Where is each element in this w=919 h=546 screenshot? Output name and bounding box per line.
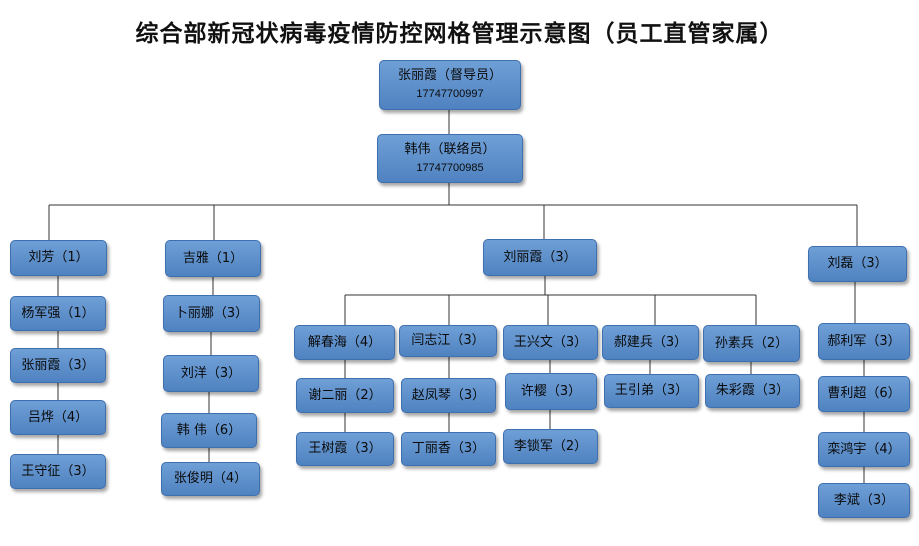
member-node: 郝利军（3） — [818, 323, 910, 360]
member-node: 赵凤琴（3） — [401, 378, 496, 413]
member-node: 张丽霞（3） — [10, 348, 106, 383]
group-leader-4: 刘磊（3） — [808, 246, 907, 282]
supervisor-name: 张丽霞（督导员） — [397, 68, 502, 83]
group-leader-3: 刘丽霞（3） — [483, 239, 597, 276]
member-node: 谢二丽（2） — [296, 378, 394, 413]
supervisor-box: 张丽霞（督导员） 17747700997 — [379, 60, 521, 110]
liaison-name: 韩伟（联络员） — [404, 141, 496, 157]
subgroup-head: 解春海（4） — [294, 325, 395, 360]
subgroup-head: 闫志江（3） — [399, 325, 497, 357]
member-node: 王守征（3） — [10, 454, 106, 489]
member-node: 曹利超（6） — [818, 376, 910, 412]
member-node: 杨军强（1） — [10, 296, 106, 331]
member-node: 李锁军（2） — [503, 429, 598, 464]
member-node: 朱彩霞（3） — [705, 374, 800, 408]
page-title: 综合部新冠状病毒疫情防控网格管理示意图（员工直管家属） — [135, 20, 784, 47]
group-leader-2: 吉雅（1） — [165, 240, 261, 277]
subgroup-head: 王兴文（3） — [503, 325, 598, 360]
member-node: 栾鸿宇（4） — [818, 432, 910, 467]
supervisor-phone: 17747700997 — [416, 88, 484, 100]
member-node: 刘洋（3） — [163, 355, 259, 392]
member-node: 韩 伟（6） — [161, 413, 257, 448]
member-node: 吕烨（4） — [10, 400, 106, 435]
subgroup-head: 郝建兵（3） — [602, 325, 699, 360]
member-node: 王引弟（3） — [604, 374, 699, 408]
liaison-box: 韩伟（联络员） 17747700985 — [377, 134, 523, 183]
member-node: 丁丽香（3） — [401, 432, 496, 466]
member-node: 李斌（3） — [818, 483, 910, 518]
liaison-phone: 17747700985 — [416, 161, 484, 174]
member-node: 许樱（3） — [505, 373, 597, 410]
member-node: 张俊明（4） — [161, 462, 260, 496]
member-node: 王树霞（3） — [296, 432, 394, 466]
group-leader-1: 刘芳（1） — [10, 240, 107, 276]
subgroup-head: 孙素兵（2） — [703, 325, 800, 362]
member-node: 卜丽娜（3） — [163, 295, 260, 332]
